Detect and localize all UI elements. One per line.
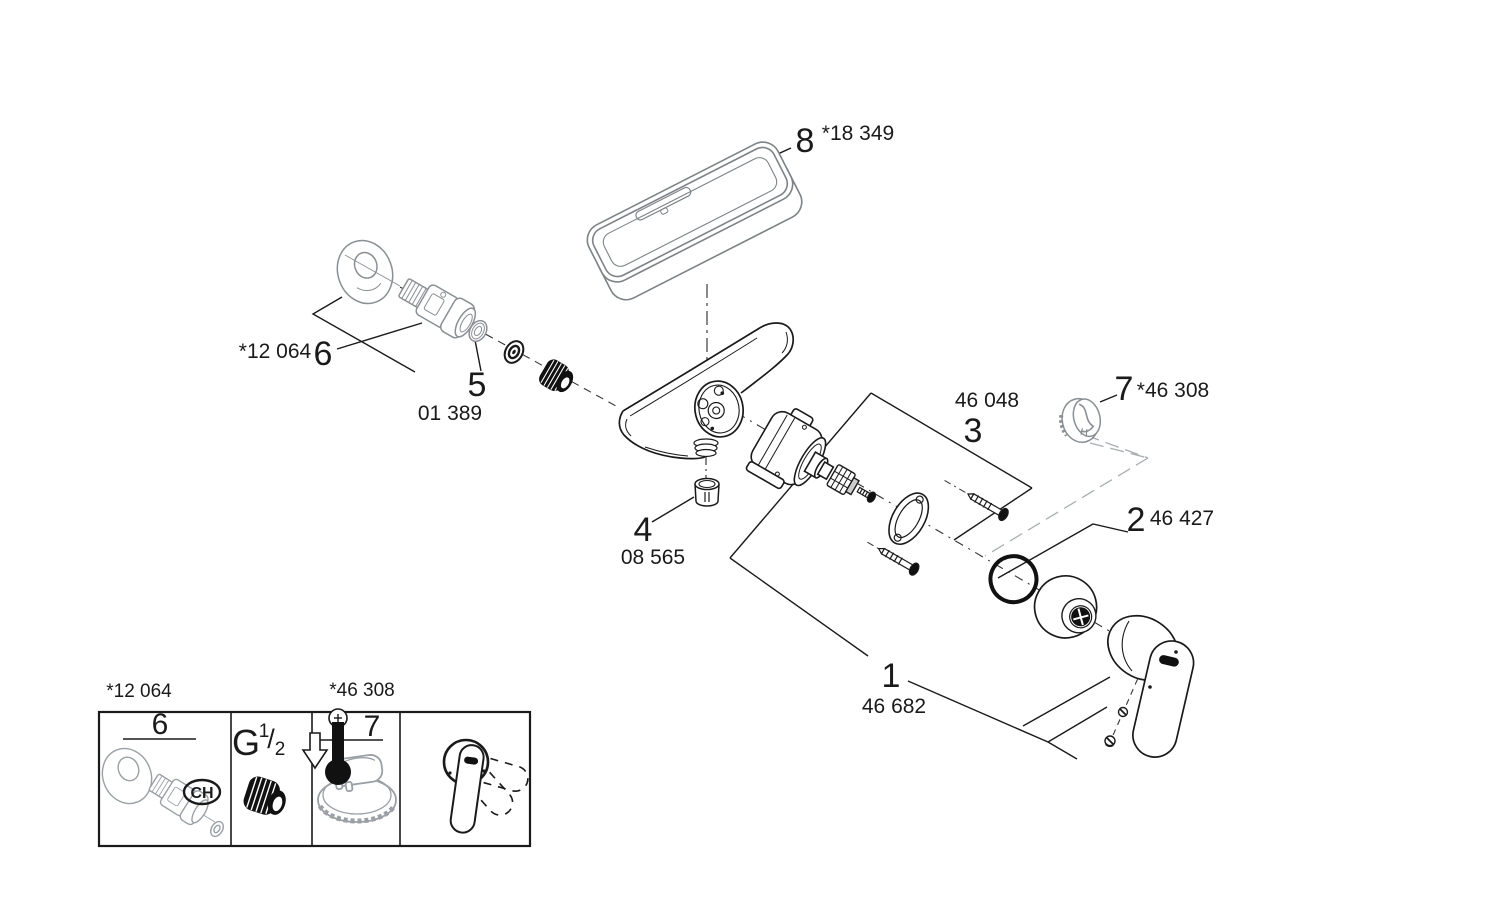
callout-7-code: *46 308 (1137, 379, 1209, 402)
ch-badge-oval (182, 778, 222, 806)
legend-cell-1 (101, 738, 225, 838)
part-cartridge (745, 408, 835, 490)
callout-5-code: 01 389 (418, 402, 482, 425)
callout-labels: 8 *18 349 *12 064 6 5 01 389 46 048 3 7 … (239, 122, 1214, 718)
callout-3-number: 3 (964, 412, 983, 450)
leader-part1-a (1022, 676, 1111, 727)
part-screw-long-2 (877, 547, 920, 576)
part-washer-light (468, 319, 488, 343)
leader-part7 (1099, 394, 1118, 403)
leader-part1-spine (729, 557, 1078, 760)
legend-cell-4 (301, 708, 529, 834)
leader-part2 (997, 523, 1129, 579)
part-temperature-limiter (1059, 397, 1102, 443)
callout-4-code: 08 565 (621, 546, 685, 569)
legend-frac-slash: / (267, 724, 275, 754)
axis-lines (399, 284, 1153, 750)
legend-labels: *12 064 *46 308 6 CH G 1 / 2 7 (106, 680, 395, 802)
leader-part5 (474, 339, 482, 372)
leader-lines (311, 147, 1129, 760)
callout-8-number: 8 (796, 122, 815, 160)
part-aerator (694, 477, 720, 507)
leader-part6-v (311, 296, 416, 373)
install-path-limiter (984, 427, 1149, 557)
part-adapter (826, 464, 860, 496)
callout-3-code: 46 048 (955, 389, 1019, 412)
thermometer-icon (325, 708, 351, 785)
leader-part4 (651, 496, 695, 523)
legend-frac-num: 1 (259, 721, 270, 742)
callout-5-number: 5 (468, 366, 487, 404)
leader-part3-a (870, 392, 1033, 489)
legend-ref-right: *46 308 (329, 680, 395, 701)
callout-4-number: 4 (634, 511, 653, 549)
callout-1-number: 1 (882, 657, 901, 695)
axis-handle-screws (1106, 668, 1143, 750)
callout-7-number: 7 (1115, 370, 1134, 408)
ch-badge-text: CH (190, 785, 213, 802)
down-arrow-icon (301, 732, 329, 770)
callout-2-code: 46 427 (1150, 507, 1214, 530)
leader-part1-b (1047, 706, 1108, 743)
part-seal-washer (503, 340, 525, 364)
leader-part3-c (953, 487, 1033, 541)
part-screw-small (856, 486, 877, 503)
callout-8-code: *18 349 (822, 122, 894, 145)
legend-ref-left: *12 064 (106, 681, 172, 702)
part-mounting-flange (888, 492, 930, 545)
part-handle-screws (1104, 706, 1129, 748)
callout-6-code: *12 064 (239, 340, 312, 363)
legend-cell3-number: 7 (364, 710, 381, 743)
part-handle (1104, 614, 1195, 758)
legend-thread-label: G (232, 722, 260, 763)
part-nipple (539, 359, 574, 393)
legend-box (97, 708, 532, 848)
part-escutcheon-union (336, 239, 488, 343)
cartridge-chain (745, 408, 1098, 639)
legend-cell1-number: 6 (152, 708, 169, 741)
part-tray (586, 141, 803, 301)
callout-1-code: 46 682 (862, 695, 926, 718)
part-screw-long-1 (966, 493, 1009, 522)
part-oring (988, 554, 1039, 605)
legend-cell-2 (243, 776, 286, 815)
body-outlet-thread (693, 438, 719, 458)
callout-2-number: 2 (1127, 501, 1146, 539)
callout-6-number: 6 (314, 335, 333, 373)
part-cap (1033, 575, 1098, 639)
escutcheon-axis (344, 254, 401, 287)
leader-part6 (336, 322, 423, 350)
body-cartridge-ring (694, 380, 744, 438)
part-body (618, 322, 794, 460)
handle-pictogram (442, 738, 529, 834)
legend-frac-den: 2 (275, 739, 286, 760)
